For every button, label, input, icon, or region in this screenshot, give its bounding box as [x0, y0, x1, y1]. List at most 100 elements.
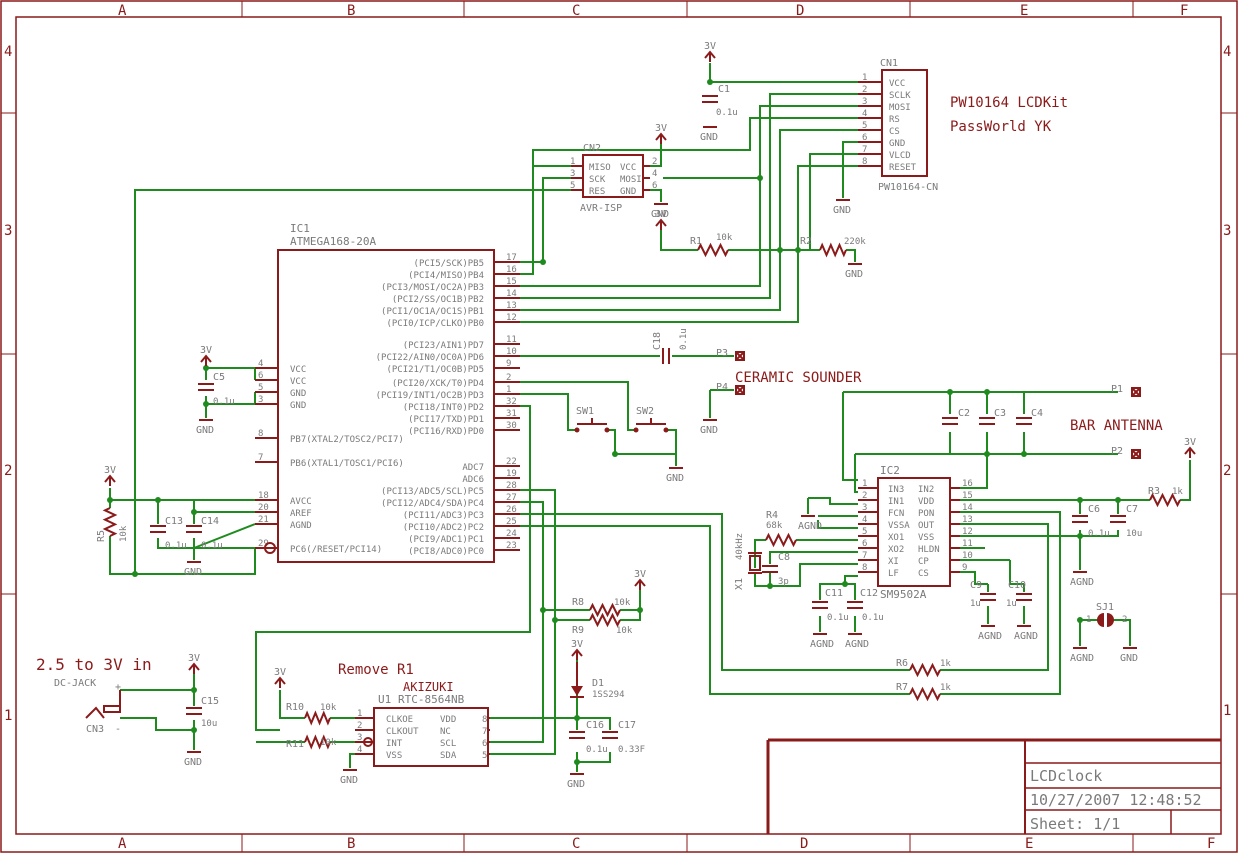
c18-label: C18 [652, 332, 663, 350]
u1-pin-label: SCL [440, 739, 456, 749]
ic2-pin-label: OUT [918, 521, 935, 531]
r6-value: 1k [940, 659, 951, 669]
u1-pin-num: 1 [357, 709, 362, 719]
c15-label: C15 [201, 696, 219, 707]
agnd-symbol: AGND [1070, 571, 1094, 588]
gnd-label: GND [700, 425, 718, 436]
crystal-x1 [748, 552, 762, 574]
u1-brand: AKIZUKI [403, 680, 454, 694]
r10-value: 10k [320, 703, 337, 713]
col-a-top: A [118, 3, 127, 19]
capacitor-symbol [602, 731, 618, 739]
ic1-value: ATMEGA168-20A [290, 235, 376, 248]
c12-value: 0.1u [862, 613, 884, 623]
c17-label: C17 [618, 720, 636, 731]
gnd-symbol: GND [700, 419, 718, 436]
cn1-pin-label: MOSI [889, 103, 911, 113]
ic1-right-pins: 17(PCI5/SCK)PB516(PCI4/MISO)PB415(PCI3/M… [376, 253, 520, 557]
u1-pin-label: CLKOUT [386, 727, 419, 737]
ic1-pin-label: (PCI20/XCK/T0)PD4 [392, 379, 484, 389]
r1-label: R1 [690, 236, 702, 247]
c4-label: C4 [1031, 408, 1043, 419]
ic2-pin-num: 13 [962, 515, 973, 525]
capacitor-symbol [569, 731, 585, 739]
d1-value: 1SS294 [592, 690, 625, 700]
ic1-pin-label: GND [290, 401, 306, 411]
notes: PW10164 LCDKit PassWorld YK CERAMIC SOUN… [36, 95, 1163, 678]
col-b-top: B [347, 3, 355, 19]
gnd-label: AGND [798, 521, 822, 532]
row-4-left: 4 [4, 44, 12, 60]
p1-label: P1 [1111, 384, 1123, 395]
r6-label: R6 [896, 658, 908, 669]
ic1-pin-label: (PCI21/T1/OC0B)PD5 [386, 365, 484, 375]
test-pad [735, 385, 745, 395]
ic1-pin-num: 32 [506, 397, 517, 407]
gnd-label: AGND [1070, 653, 1094, 664]
capacitor-symbol [942, 417, 958, 425]
col-d-bottom: D [800, 836, 808, 852]
u1-pin-num: 6 [482, 739, 487, 749]
vcc-3v-symbol: 3V [274, 667, 286, 688]
capacitor-symbol [186, 525, 202, 533]
ic2-pin-label: XO1 [888, 533, 904, 543]
c13-label: C13 [165, 516, 183, 527]
agnd-symbol: AGND [798, 515, 822, 532]
r2-value: 220k [844, 237, 866, 247]
ic1-pin-num: 1 [506, 385, 511, 395]
row-3-right: 3 [1223, 223, 1231, 239]
note-power-in: 2.5 to 3V in [36, 655, 152, 674]
ic2-pin-num: 3 [862, 503, 867, 513]
resistor-symbol [909, 662, 941, 678]
c9-label: C9 [970, 580, 982, 591]
u1-pin-label: CLKOE [386, 715, 413, 725]
c5-label: C5 [213, 372, 225, 383]
ic1-pin-num: 23 [506, 541, 517, 551]
ic2-pin-label: HLDN [918, 545, 940, 555]
title-date: 10/27/2007 12:48:52 [1030, 791, 1202, 809]
ic1-pin-num: 2 [506, 373, 511, 383]
ic1-pin-label: (PCI9/ADC1)PC1 [408, 535, 484, 545]
ic2-pin-label: XI [888, 557, 899, 567]
ic1-pin-label: (PCI16/RXD)PD0 [408, 427, 484, 437]
row-2-right: 2 [1223, 463, 1231, 479]
ic2-pin-num: 5 [862, 527, 867, 537]
vcc-3v-symbol: 3V [104, 465, 116, 486]
ic1-pin-num: 22 [506, 457, 517, 467]
ic2-pin-num: 1 [862, 479, 867, 489]
c17-value: 0.33F [618, 745, 645, 755]
vcc-label: 3V [571, 639, 583, 650]
title-block: LCDclock 10/27/2007 12:48:52 Sheet: 1/1 [766, 738, 1221, 834]
ic1-pin-label: AVCC [290, 497, 312, 507]
ic1-pin-num: 27 [506, 493, 517, 503]
u1-pin-num: 3 [357, 733, 362, 743]
resistor-symbol [697, 242, 729, 258]
cn1-pin-num: 3 [862, 97, 867, 107]
resistor-symbol [304, 710, 331, 726]
ic1-pin-label: VCC [290, 377, 306, 387]
r11-value: 10k [320, 738, 337, 748]
gnd-label: GND [340, 775, 358, 786]
vcc-label: 3V [274, 667, 286, 678]
ic2-pin-num: 10 [962, 551, 973, 561]
ic1-pin-label: ADC7 [462, 463, 484, 473]
dcjack-minus: - [115, 724, 121, 735]
ic2-pin-num: 6 [862, 539, 867, 549]
test-pad [1131, 449, 1141, 459]
r11-label: R11 [286, 739, 304, 750]
ic2-pin-num: 7 [862, 551, 867, 561]
c10-value: 1u [1006, 599, 1017, 609]
ic1-pin-num: 24 [506, 529, 517, 539]
cn1-pin-label: RS [889, 115, 900, 125]
ic1-name: IC1 [290, 222, 310, 235]
gnd-label: AGND [845, 639, 869, 650]
capacitor-symbol [186, 707, 202, 715]
c11-label: C11 [825, 588, 843, 599]
r3-value: 1k [1172, 487, 1183, 497]
p3-label: P3 [716, 348, 728, 359]
ic2-pin-label: VDD [918, 497, 934, 507]
